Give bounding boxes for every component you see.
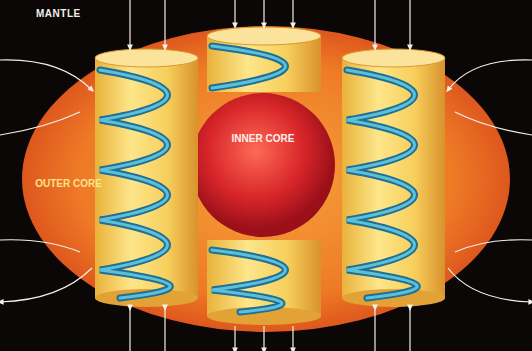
inner-core: INNER CORE: [191, 93, 335, 237]
core-label: INNER CORE: [213, 133, 313, 145]
helical-flow: [100, 46, 417, 312]
core-sphere: [191, 93, 335, 237]
outer-core: OUTER CORE INNER CORE: [22, 26, 510, 332]
convection-column: [95, 49, 198, 307]
layer-label: MANTLE: [36, 8, 81, 19]
convection-column: [342, 49, 445, 307]
core-label: OUTER CORE: [34, 178, 103, 190]
